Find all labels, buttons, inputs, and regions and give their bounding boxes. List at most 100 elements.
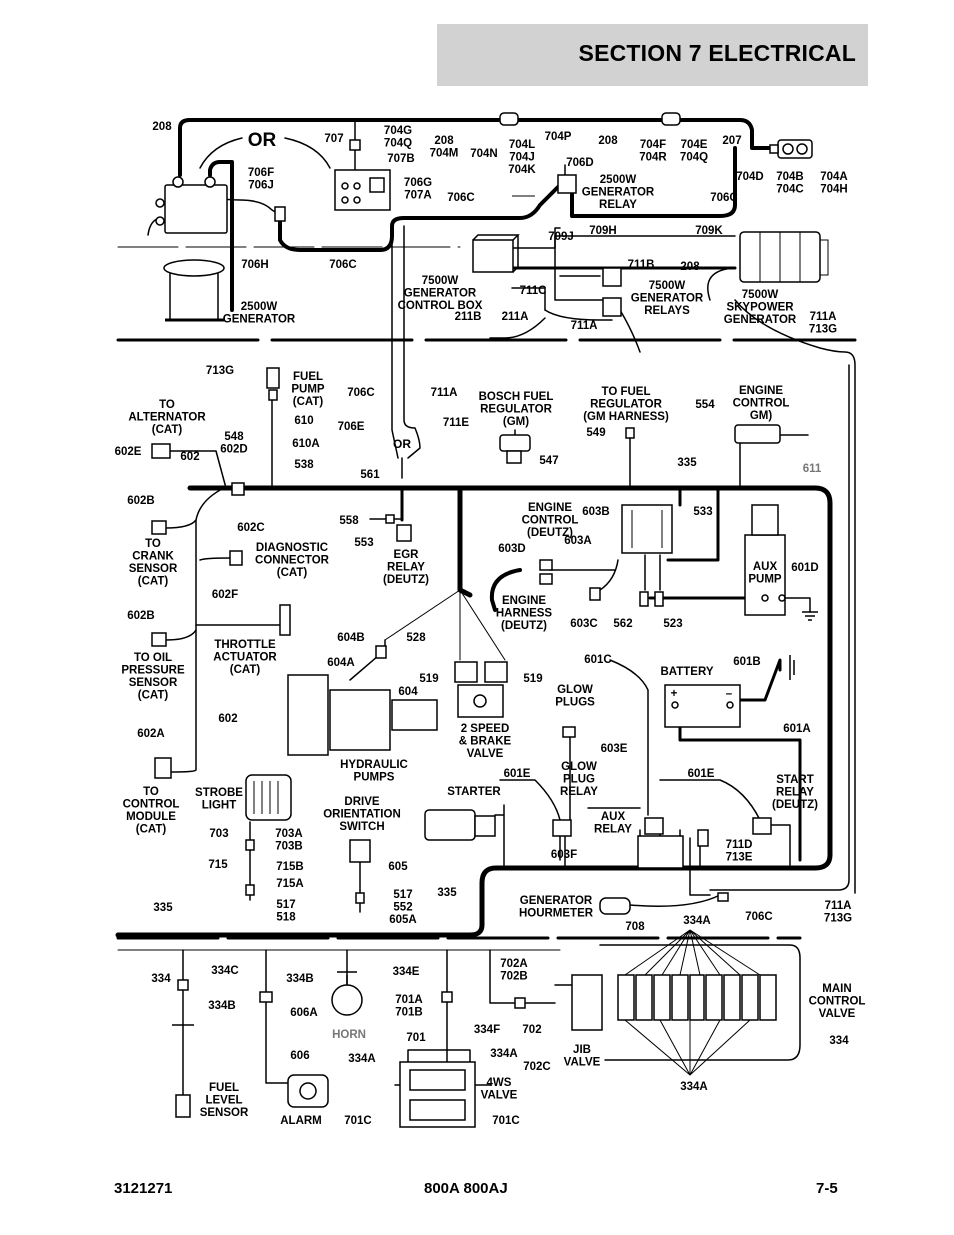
crank-sensor-connector (151, 520, 167, 535)
label-line: 713E (726, 852, 753, 864)
starter (424, 809, 476, 841)
wire-starter (494, 804, 505, 869)
wire-label-528: 528 (406, 632, 426, 644)
wire-label-battery: BATTERY (660, 666, 713, 678)
label-line: REGULATOR (480, 404, 552, 416)
wire-label-706c-a: 706C (447, 192, 475, 204)
wire-334a-fan (624, 929, 761, 976)
label-line: 601B (733, 656, 761, 668)
wire-label-706c-e: 706C (745, 911, 773, 923)
wire-706c-top (208, 160, 234, 312)
label-line: 704N (470, 148, 498, 160)
label-line: 706G (404, 177, 432, 189)
wire-label-601d: 601D (791, 562, 819, 574)
wire-label-starter: STARTER (447, 786, 501, 798)
bosch-fuel-regulator (499, 434, 531, 452)
wire-706c-hour (629, 894, 721, 907)
wire-label-601e-a: 601E (504, 768, 531, 780)
wire-label-554: 554 (695, 399, 715, 411)
wire-label-707b: 707B (387, 153, 415, 165)
label-line: 713G (809, 324, 837, 336)
label-line: 548 (224, 431, 244, 443)
label-line: TO OIL (134, 652, 172, 664)
label-line: 517 (393, 889, 412, 901)
label-line: LIGHT (202, 800, 237, 812)
label-line: ALARM (280, 1115, 322, 1127)
label-line: 334C (211, 965, 239, 977)
label-line: 603E (601, 743, 628, 755)
wire-label-603b: 603B (582, 506, 610, 518)
label-line: 709K (695, 225, 723, 237)
wire-label-or-sm: OR (393, 437, 411, 451)
label-line: STARTER (447, 786, 501, 798)
wire-208-top (178, 118, 782, 177)
label-line: 334A (348, 1053, 376, 1065)
wires (115, 118, 857, 1086)
wire-label-602e: 602E (115, 446, 142, 458)
wire-label-602g: 602 (218, 713, 237, 725)
label-line: 706H (241, 259, 269, 271)
label-line: 702B (500, 971, 528, 983)
label-line: (DEUTZ) (772, 799, 818, 811)
label-line: 711A (810, 311, 837, 323)
start-relay (752, 817, 772, 835)
engine-control-deutz (621, 504, 673, 554)
wire-label-335b: 335 (153, 902, 173, 914)
wire-711a (544, 309, 641, 353)
control-module-connector (154, 757, 172, 779)
connector-706f (274, 206, 286, 222)
wire-start-relay (769, 824, 791, 866)
throttle-actuator (279, 604, 291, 636)
label-line: 334E (393, 966, 420, 978)
wire-label-335a: 335 (677, 457, 697, 469)
label-line: 606A (290, 1007, 318, 1019)
label-line: 711A (571, 320, 598, 332)
generator-solenoid (164, 184, 228, 234)
section-header: SECTION 7 ELECTRICAL (437, 24, 868, 86)
wire-label-604b: 604B (337, 632, 365, 644)
label-line: (CAT) (136, 824, 167, 836)
label-line: 7500W (649, 280, 686, 292)
label-line: 602E (115, 446, 142, 458)
label-line: 704E (681, 139, 708, 151)
label-line: LEVEL (205, 1095, 242, 1107)
wire-606 (265, 949, 289, 1084)
wire-label-702c: 702C (523, 1061, 551, 1073)
wire-label-207: 207 (722, 135, 741, 147)
label-line: 601E (504, 768, 531, 780)
or-arrow-right (284, 137, 331, 169)
label-line: OR (248, 130, 277, 151)
label-line: (CAT) (138, 690, 169, 702)
label-line: REGULATOR (590, 399, 662, 411)
label-line: RELAYS (644, 305, 690, 317)
wire-601b (728, 658, 782, 702)
label-line: 709J (548, 231, 574, 243)
label-line: 713G (206, 365, 234, 377)
section-title: SECTION 7 ELECTRICAL (578, 40, 856, 66)
label-line: 707B (387, 153, 415, 165)
wire-label-606a: 606A (290, 1007, 318, 1019)
label-line: (DEUTZ) (527, 527, 573, 539)
label-line: 704K (508, 164, 536, 176)
label-line: GENERATOR (631, 293, 704, 305)
wire-label-602a: 602A (137, 728, 165, 740)
wire-label-707: 707 (324, 133, 343, 145)
aux-relay-body (637, 835, 684, 869)
